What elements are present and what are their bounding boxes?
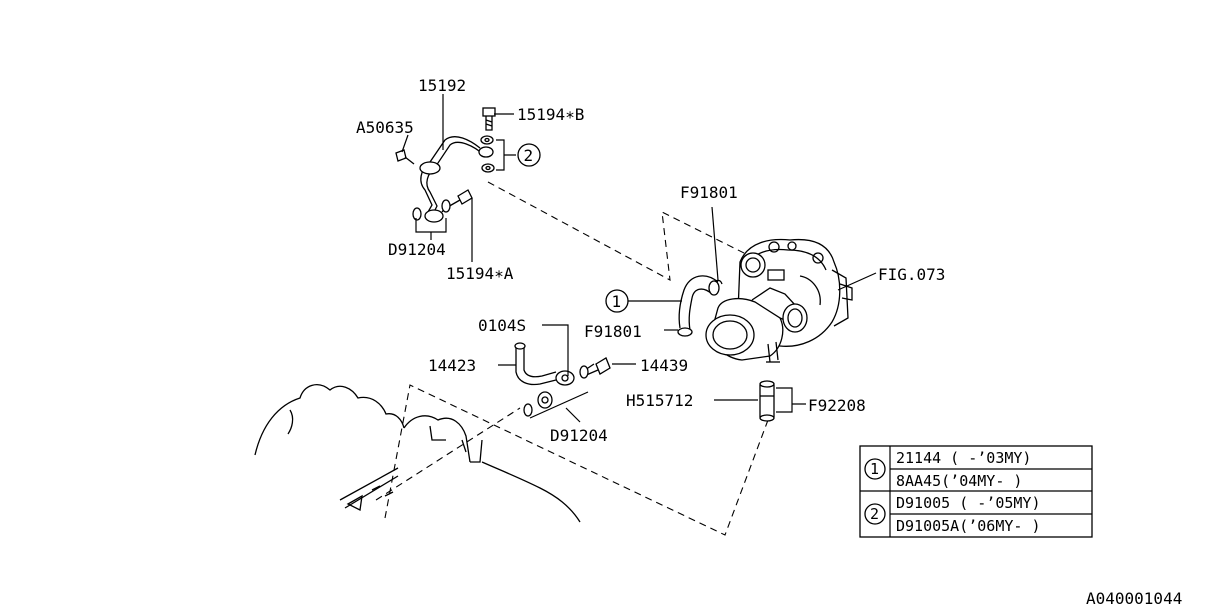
label-15194b: 15194∗B — [517, 105, 584, 124]
table-marker-2: 2 — [870, 505, 879, 523]
label-15192: 15192 — [418, 76, 466, 95]
table-marker-1: 1 — [870, 460, 879, 478]
label-f91801-top: F91801 — [680, 183, 738, 202]
label-15194a: 15194∗A — [446, 264, 514, 283]
callout-circle-2 — [517, 143, 541, 167]
table-row-2b: D91005A(’06MY- ) — [896, 517, 1041, 535]
table-row-2a: D91005 ( -’05MY) — [896, 494, 1041, 512]
label-h515712: H515712 — [626, 391, 693, 410]
part-labels: 15192 A50635 15194∗B 2 D91204 15194∗A F9… — [356, 76, 945, 445]
table-marker-circle-1 — [864, 458, 886, 480]
label-0104s: 0104S — [478, 316, 526, 335]
label-a50635: A50635 — [356, 118, 414, 137]
washers-d91204-bottom — [523, 365, 589, 417]
legend-table: 1 2 21144 ( -’03MY) 8AA45(’04MY- ) D9100… — [859, 445, 1093, 538]
label-d91204-top: D91204 — [388, 240, 446, 259]
upper-oil-pipe-15192 — [419, 136, 494, 223]
table-row-1b: 8AA45(’04MY- ) — [896, 472, 1022, 490]
coolant-hose-1 — [677, 275, 720, 337]
washers-upper — [480, 135, 495, 173]
banjo-bolt-15194b — [482, 107, 496, 131]
dashed-leaders — [375, 181, 769, 536]
callout-number-1: 1 — [612, 292, 622, 311]
label-d91204-bottom: D91204 — [550, 426, 608, 445]
label-14439: 14439 — [640, 356, 688, 375]
callout-circle-1 — [605, 289, 629, 313]
drain-hose-f92208 — [759, 380, 775, 422]
table-marker-circle-2 — [864, 503, 886, 525]
diagram-code: A040001044 — [1086, 589, 1182, 607]
label-fig073: FIG.073 — [878, 265, 945, 284]
label-14423: 14423 — [428, 356, 476, 375]
bolt-a50635 — [395, 149, 415, 165]
turbocharger — [705, 238, 853, 363]
washers-d91204-top — [412, 199, 451, 221]
label-f92208: F92208 — [808, 396, 866, 415]
callout-number-2: 2 — [524, 146, 534, 165]
leader-lines — [401, 94, 877, 423]
table-row-1a: 21144 ( -’03MY) — [896, 449, 1031, 467]
engine-block-outline — [254, 384, 581, 523]
label-f91801-left: F91801 — [584, 322, 642, 341]
lower-oil-pipe-14423 — [514, 342, 575, 386]
